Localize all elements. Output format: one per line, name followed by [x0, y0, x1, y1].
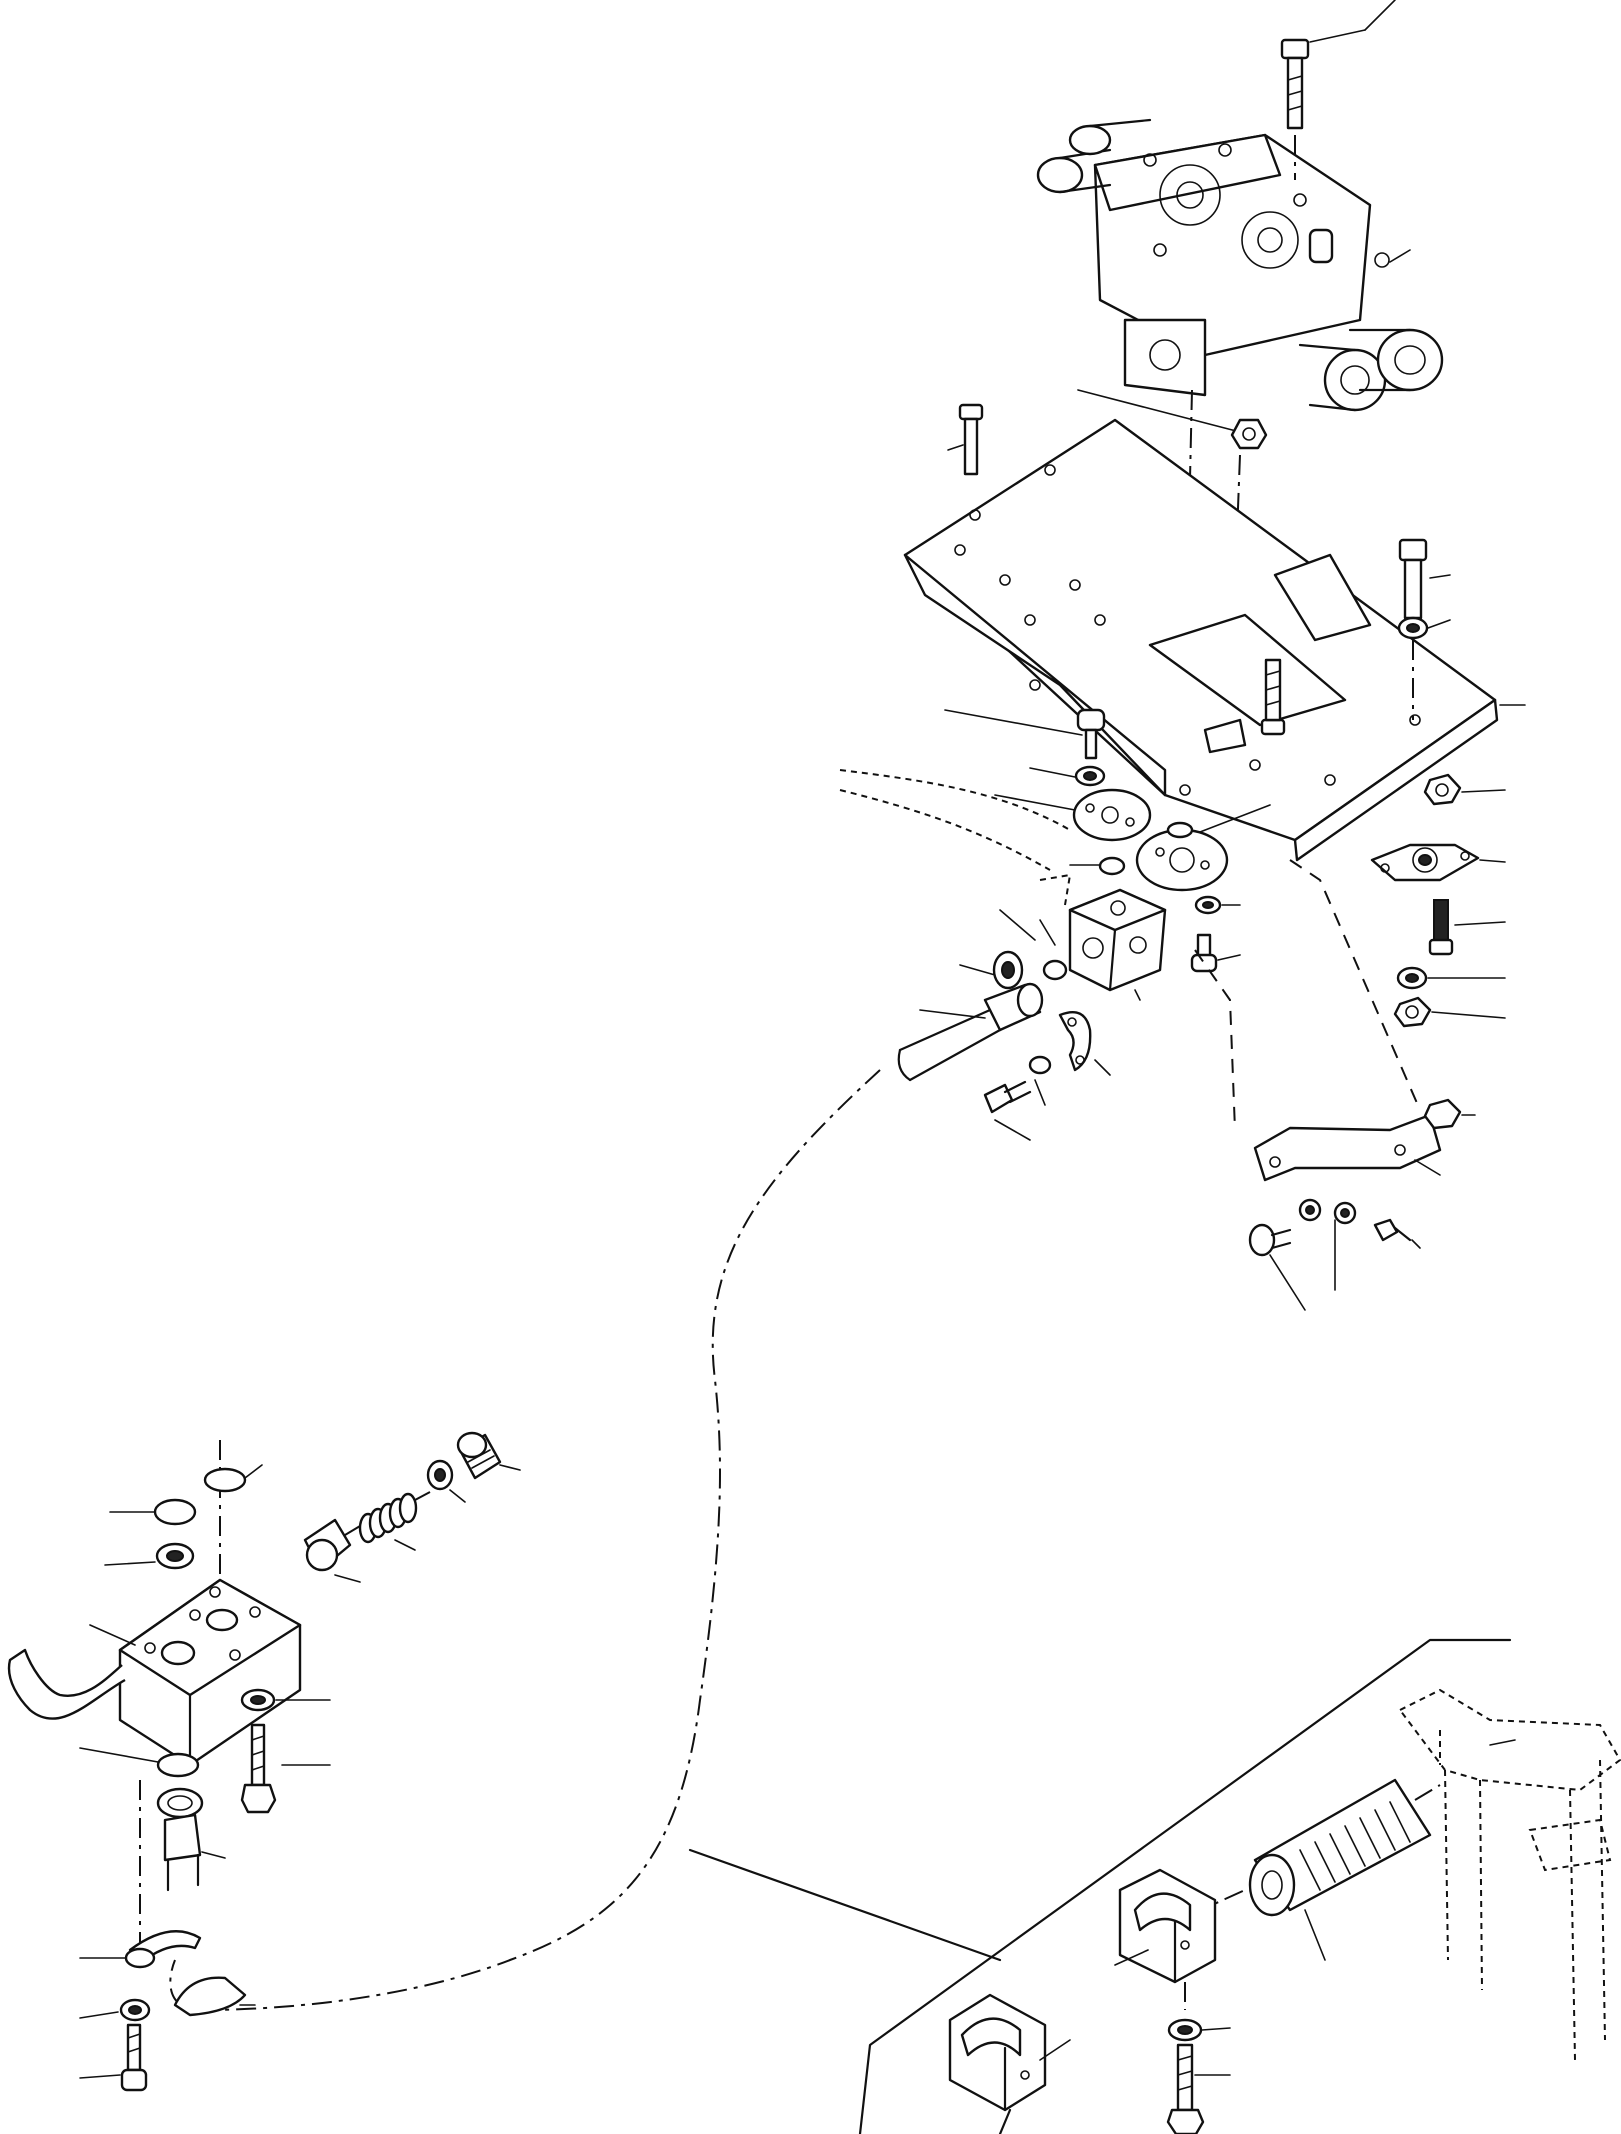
clamp-block-icon [1118, 1868, 1217, 1984]
o-ring-icon [156, 1752, 200, 1778]
bolt-icon [958, 403, 984, 476]
bolt-icon [1373, 1218, 1412, 1242]
washer-icon [1167, 2018, 1203, 2042]
control-valve-icon [1036, 118, 1444, 412]
hose-icon [1248, 1778, 1432, 1917]
bolt-icon [983, 1080, 1032, 1114]
relief-valve-block-icon [118, 1578, 302, 1767]
bolt-icon [1398, 538, 1428, 620]
flange-icon [1072, 788, 1152, 842]
bolt-icon [1190, 933, 1218, 973]
washer-icon [1298, 1198, 1322, 1222]
nut-icon [1393, 996, 1432, 1028]
nut-icon [1423, 1098, 1462, 1130]
frame-outline-icon [858, 1638, 1512, 2134]
spring-icon [358, 1492, 418, 1544]
o-ring-icon [153, 1498, 197, 1526]
washer-icon [1397, 616, 1429, 640]
o-ring-icon [203, 1467, 247, 1493]
nut-icon [1423, 773, 1462, 806]
o-ring-icon [1042, 959, 1068, 981]
flange-icon [1135, 828, 1229, 892]
hose-icon [897, 982, 1044, 1082]
washer-icon [155, 1542, 195, 1570]
nut-icon [1230, 418, 1268, 450]
bolt-icon [1260, 658, 1286, 736]
bolt-icon [120, 2023, 148, 2092]
washer-icon [1396, 966, 1428, 990]
clamp-icon [173, 1976, 247, 2017]
bolt-icon [1428, 899, 1454, 956]
washer-icon [1074, 765, 1106, 787]
relief-valve-block-icon [1068, 888, 1167, 992]
bolt-icon [1076, 708, 1106, 760]
flange-icon [1370, 843, 1480, 882]
washer-icon [119, 1998, 151, 2022]
clamp-icon [1058, 1010, 1092, 1072]
nut-icon [992, 950, 1024, 990]
plug-icon [456, 1431, 502, 1480]
clamp-block-icon [948, 1993, 1047, 2112]
ghost-frame-icon [1398, 1688, 1621, 2061]
o-ring-icon [1098, 856, 1126, 876]
spool-icon [303, 1518, 352, 1572]
washer-icon [1194, 895, 1222, 915]
hose-icon [7, 1648, 126, 1720]
bolt-icon [240, 1723, 277, 1814]
clamp-icon [124, 1930, 202, 1969]
hose-fitting-icon [156, 1787, 204, 1892]
bolt-icon [1280, 38, 1310, 130]
mounting-plate-icon [903, 418, 1499, 862]
bolt-icon [1248, 1223, 1292, 1257]
bolt-icon [1166, 2043, 1205, 2134]
washer-icon [1333, 1201, 1357, 1225]
washer-icon [240, 1688, 276, 1712]
washer-icon [426, 1459, 454, 1491]
bracket-icon [1253, 1113, 1442, 1182]
washer-icon [1028, 1055, 1052, 1075]
o-ring-icon [1166, 821, 1194, 839]
